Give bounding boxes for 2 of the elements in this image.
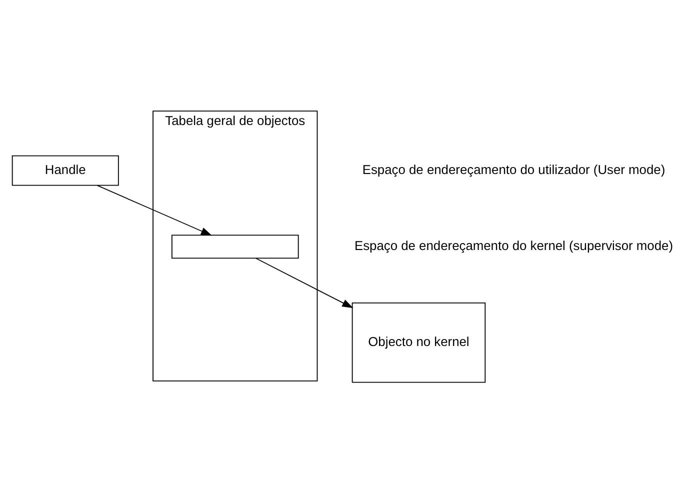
label: Espaço de endereçamento do utilizador (User mode) — [362, 161, 666, 176]
label: Espaço de endereçamento do kernel (supervisor mode) — [354, 238, 674, 253]
